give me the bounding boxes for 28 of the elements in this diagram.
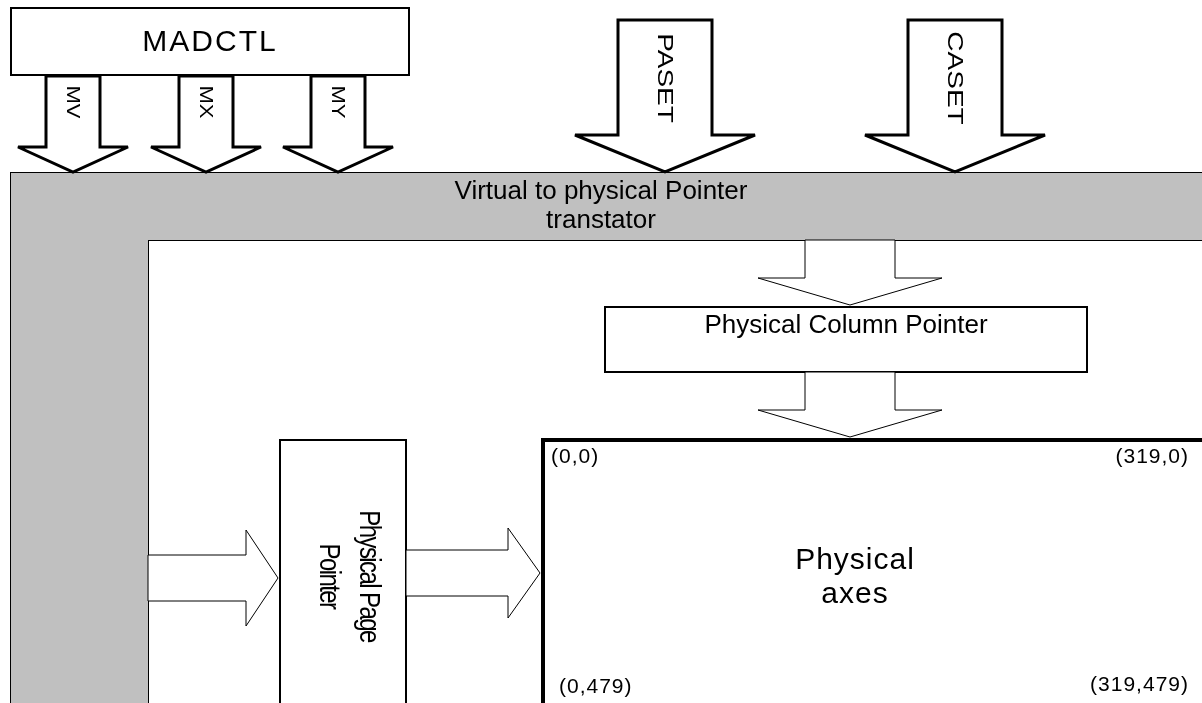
- block-arrow: [281, 74, 395, 174]
- process-box: [604, 306, 1088, 373]
- block-arrow: [757, 239, 943, 306]
- process-box: [279, 439, 407, 703]
- block-arrow: [757, 371, 943, 438]
- edge-label: PASET: [653, 31, 677, 125]
- block-arrow: [863, 18, 1047, 174]
- block-arrow: [147, 529, 279, 627]
- translator-band: [10, 172, 1202, 703]
- edge-label: MX: [195, 84, 218, 120]
- node-label: Physical Column Pointer: [703, 310, 989, 339]
- block-arrow: [16, 74, 130, 174]
- node-label: Physical Page Pointer: [313, 509, 388, 645]
- edge-label: MY: [327, 84, 350, 120]
- edge-label: MV: [62, 84, 85, 120]
- block-arrow: [149, 74, 263, 174]
- coordinate-label: (0,0): [551, 444, 600, 468]
- display-area-box: [541, 438, 1202, 703]
- node-label: MADCTL: [141, 24, 279, 58]
- edge-label: CASET: [943, 29, 967, 127]
- coordinate-label: (319,479): [1090, 672, 1189, 696]
- block-arrow: [405, 527, 541, 619]
- block-arrow: [573, 18, 757, 174]
- band-title: Virtual to physical Pointer transtator: [453, 176, 749, 234]
- coordinate-label: (319,0): [1115, 444, 1189, 468]
- node-label: Physical axes: [794, 542, 916, 610]
- register-box: [10, 7, 410, 76]
- coordinate-label: (0,479): [559, 674, 633, 698]
